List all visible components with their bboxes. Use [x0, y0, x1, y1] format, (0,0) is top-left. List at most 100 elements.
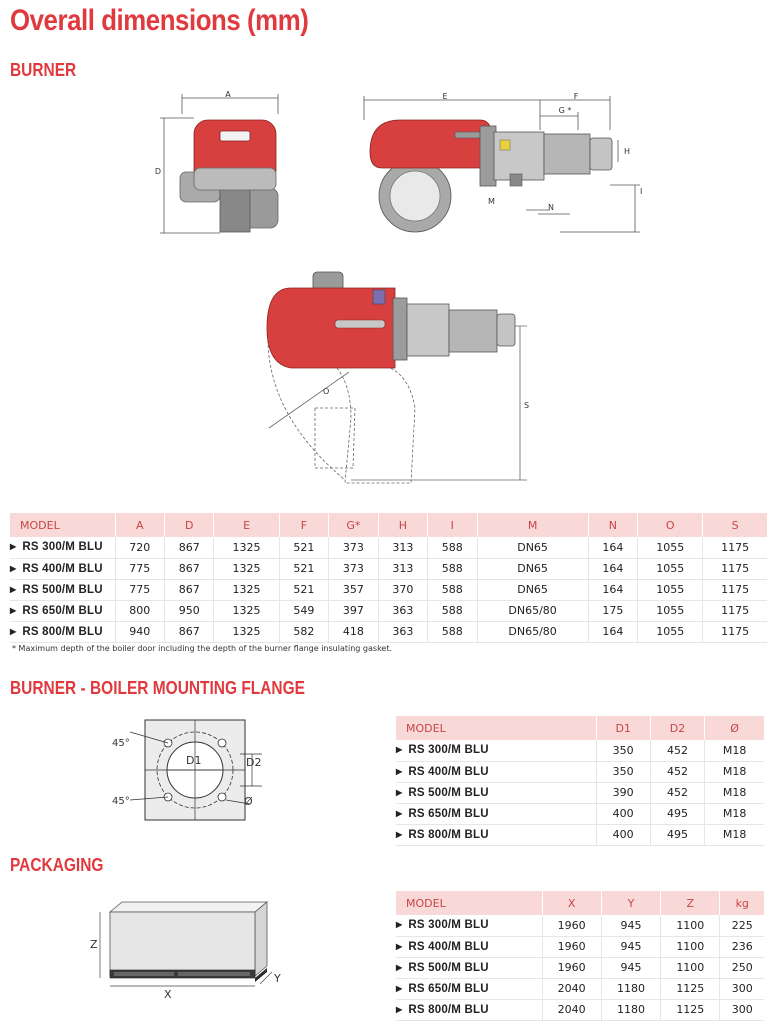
table-cell: 1175	[702, 621, 767, 643]
dim-label-a: A	[225, 90, 231, 99]
table-cell: 452	[649, 740, 705, 762]
table-cell: 390	[595, 782, 651, 804]
table-cell: 452	[649, 761, 705, 783]
dim-label-g: G *	[559, 106, 572, 115]
dim-label-d: D	[155, 167, 161, 176]
table-cell: DN65	[476, 558, 589, 580]
table-cell: 1175	[702, 537, 767, 559]
table-row: RS 300/M BLU 1960 945 1100 225	[396, 915, 764, 937]
flange-dimensions-table: MODEL D1 D2 Ø RS 300/M BLU 350 452 M18 R…	[396, 716, 764, 846]
flange-label-d2: D2	[246, 756, 261, 769]
table-cell: 300	[719, 999, 764, 1021]
model-cell: RS 300/M BLU	[10, 537, 115, 559]
dim-label-h: H	[624, 147, 630, 156]
table-cell: 1325	[213, 537, 280, 559]
table-cell: 1055	[637, 537, 703, 559]
table-cell: 720	[114, 537, 165, 559]
packaging-table: MODEL X Y Z kg RS 300/M BLU 1960 945 110…	[396, 891, 764, 1021]
table-cell: 1055	[637, 579, 703, 601]
burner-dimensions-table: MODEL A D E F G* H I M N O S RS 300/M BL…	[10, 513, 767, 643]
dim-label-n: N	[548, 203, 554, 212]
table-cell: 452	[649, 782, 705, 804]
column-header: F	[278, 513, 329, 537]
table-cell: 1960	[541, 915, 602, 937]
table-cell: 363	[377, 621, 428, 643]
table-cell: 867	[163, 579, 214, 601]
dim-label-m: M	[488, 197, 495, 206]
model-cell: RS 300/M BLU	[396, 915, 542, 937]
section-title-burner: BURNER	[10, 60, 77, 80]
model-cell: RS 300/M BLU	[396, 740, 596, 762]
table-cell: 1125	[660, 999, 720, 1021]
column-header: M	[476, 513, 589, 537]
column-header: Z	[660, 891, 720, 915]
column-header: I	[427, 513, 478, 537]
model-cell: RS 800/M BLU	[10, 621, 115, 643]
model-cell: RS 400/M BLU	[10, 558, 115, 580]
table-cell: 2040	[541, 999, 602, 1021]
table-cell: M18	[704, 803, 764, 825]
table-cell: 1325	[213, 579, 280, 601]
table-row: RS 400/M BLU 350 452 M18	[396, 761, 764, 783]
table-row: RS 800/M BLU 400 495 M18	[396, 824, 764, 846]
table-cell: 945	[600, 957, 661, 979]
table-cell: 250	[719, 957, 764, 979]
table-header-row: MODEL A D E F G* H I M N O S	[10, 513, 767, 537]
table-cell: 373	[328, 558, 379, 580]
table-header-row: MODEL D1 D2 Ø	[396, 716, 764, 740]
table-cell: 521	[278, 558, 329, 580]
dim-label-o: O	[323, 387, 329, 396]
model-cell: RS 800/M BLU	[396, 999, 542, 1021]
table-header-row: MODEL X Y Z kg	[396, 891, 764, 915]
model-cell: RS 650/M BLU	[10, 600, 115, 622]
packaging-label-z: Z	[90, 938, 98, 951]
table-cell: 495	[649, 824, 705, 846]
table-row: RS 400/M BLU 1960 945 1100 236	[396, 936, 764, 958]
table-cell: 588	[427, 579, 478, 601]
section-title-flange: BURNER - BOILER MOUNTING FLANGE	[10, 678, 305, 698]
table-cell: 2040	[541, 978, 602, 1000]
table-cell: 313	[377, 558, 428, 580]
packaging-label-y: Y	[273, 972, 281, 985]
page-title: Overall dimensions (mm)	[10, 4, 309, 37]
table-cell: 1100	[660, 936, 720, 958]
table-cell: 370	[377, 579, 428, 601]
table-cell: 588	[427, 558, 478, 580]
table-cell: 800	[114, 600, 165, 622]
table-cell: 1180	[600, 978, 661, 1000]
table-cell: M18	[704, 761, 764, 783]
column-header: G*	[328, 513, 379, 537]
column-header: Ø	[704, 716, 764, 740]
table-cell: 1100	[660, 957, 720, 979]
table-cell: M18	[704, 740, 764, 762]
table-cell: 945	[600, 915, 661, 937]
model-cell: RS 500/M BLU	[10, 579, 115, 601]
table-cell: DN65/80	[476, 600, 589, 622]
flange-label-d1: D1	[186, 754, 201, 767]
table-cell: 1100	[660, 915, 720, 937]
table-cell: DN65	[476, 537, 589, 559]
flange-label-angle-bottom: 45°	[112, 796, 130, 807]
table-row: RS 500/M BLU 775 867 1325 521 357 370 58…	[10, 579, 767, 601]
table-cell: 363	[377, 600, 428, 622]
table-cell: 495	[649, 803, 705, 825]
table-cell: 1960	[541, 957, 602, 979]
table-cell: 164	[587, 537, 638, 559]
dim-label-i: I	[640, 187, 642, 196]
dim-label-e: E	[442, 92, 447, 101]
table-cell: 521	[278, 579, 329, 601]
table-cell: 867	[163, 558, 214, 580]
table-cell: 588	[427, 600, 478, 622]
table-cell: 164	[587, 621, 638, 643]
dim-label-f: F	[574, 92, 579, 101]
burner-front-view-drawing: A D	[155, 90, 279, 234]
table-row: RS 800/M BLU 940 867 1325 582 418 363 58…	[10, 621, 767, 643]
table-row: RS 800/M BLU 2040 1180 1125 300	[396, 999, 764, 1021]
model-cell: RS 800/M BLU	[396, 824, 596, 846]
table-cell: 350	[595, 740, 651, 762]
table-cell: DN65/80	[476, 621, 589, 643]
table-cell: 945	[600, 936, 661, 958]
table-cell: 549	[278, 600, 329, 622]
table-row: RS 650/M BLU 800 950 1325 549 397 363 58…	[10, 600, 767, 622]
table-cell: 350	[595, 761, 651, 783]
